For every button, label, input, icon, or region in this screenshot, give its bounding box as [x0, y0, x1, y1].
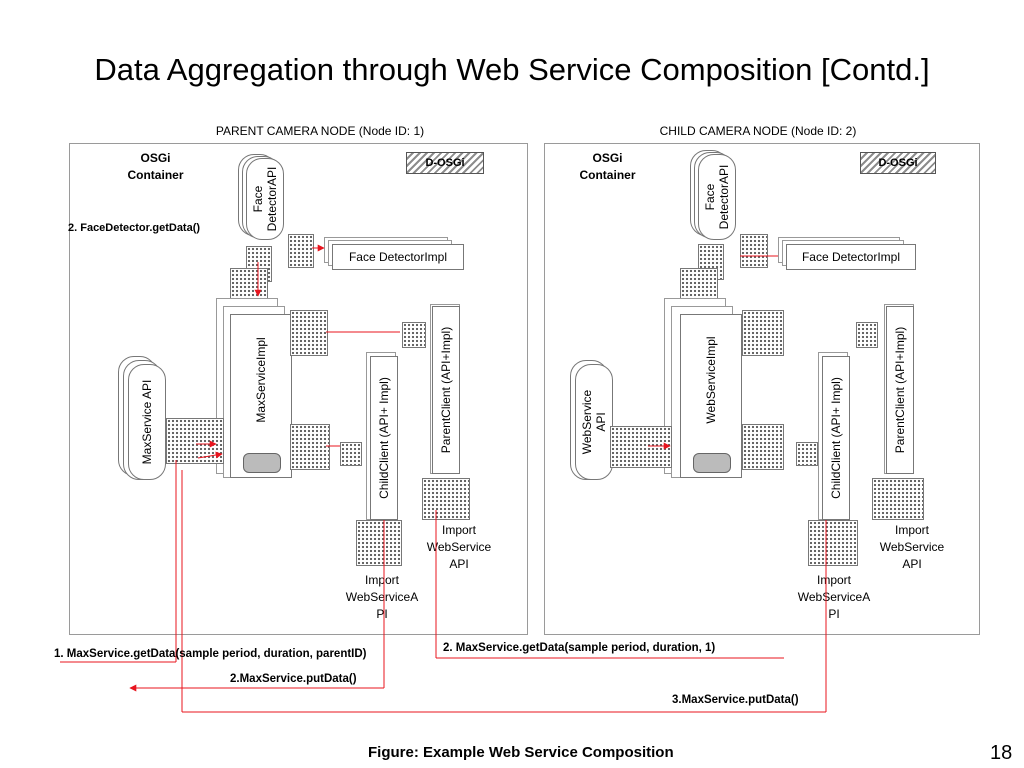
child-parent-client-connector	[856, 322, 878, 348]
parent-service-impl-box: MaxServiceImpl	[230, 314, 292, 478]
call-2-put-label: 2.MaxService.putData()	[230, 673, 357, 685]
child-api-connector	[610, 426, 672, 468]
call-1-label: 1. MaxService.getData(sample period, dur…	[54, 648, 367, 660]
parent-import-connector-1	[356, 520, 402, 566]
parent-parent-client-connector	[402, 322, 426, 348]
child-child-client-box: ChildClient (API+ Impl)	[822, 356, 850, 520]
parent-child-client-connector	[340, 442, 362, 466]
child-face-impl-box: Face DetectorImpl	[786, 244, 916, 270]
slide-title: Data Aggregation through Web Service Com…	[94, 52, 930, 87]
child-face-connector-3	[680, 268, 718, 300]
parent-dosgi-badge: D-OSGi	[406, 152, 484, 174]
call-3-put-label: 3.MaxService.putData()	[672, 694, 799, 706]
database-icon	[693, 453, 731, 473]
parent-face-api-box: Face DetectorAPI	[246, 158, 284, 240]
page-number: 18	[990, 742, 1013, 764]
child-impl-right-connector	[742, 310, 784, 356]
child-child-client-connector	[796, 442, 818, 466]
database-icon	[243, 453, 281, 473]
child-node-label: CHILD CAMERA NODE (Node ID: 2)	[659, 124, 857, 138]
parent-impl-right-connector	[290, 310, 328, 356]
child-service-api-box: WebService API	[575, 364, 613, 480]
parent-api-arrow-2	[197, 451, 223, 459]
child-parent-client-box: ParentClient (API+Impl)	[886, 306, 914, 474]
child-service-impl-box: WebServiceImpl	[680, 314, 742, 478]
figure-caption: Figure: Example Web Service Composition	[368, 744, 674, 761]
parent-impl-right-connector-2	[290, 424, 330, 470]
parent-step-label: 2. FaceDetector.getData()	[68, 222, 201, 234]
call-2-get-label: 2. MaxService.getData(sample period, dur…	[443, 642, 716, 654]
child-container-label: OSGi Container	[579, 151, 636, 182]
child-import-connector-2	[872, 478, 924, 520]
parent-parent-client-box: ParentClient (API+Impl)	[432, 306, 460, 474]
child-import-connector-1	[808, 520, 858, 566]
parent-child-client-box: ChildClient (API+ Impl)	[370, 356, 398, 520]
child-dosgi-badge: D-OSGi	[860, 152, 936, 174]
parent-face-impl-box: Face DetectorImpl	[332, 244, 464, 270]
parent-service-api-box: MaxService API	[128, 364, 166, 480]
parent-import-connector-2	[422, 478, 470, 520]
parent-import-ws-api-2: Import WebServiceA PI	[345, 573, 419, 621]
parent-node-label: PARENT CAMERA NODE (Node ID: 1)	[215, 124, 425, 138]
child-impl-right-connector-2	[742, 424, 784, 470]
parent-import-ws-api-1: Import WebService API	[426, 523, 492, 571]
child-import-ws-api-2: Import WebServiceA PI	[797, 573, 871, 621]
parent-container-label: OSGi Container	[127, 151, 184, 182]
child-import-ws-api-1: Import WebService API	[879, 523, 945, 571]
child-face-connector	[740, 234, 768, 268]
child-face-api-box: Face DetectorAPI	[698, 154, 736, 240]
parent-face-connector-3	[230, 268, 268, 300]
parent-face-connector	[288, 234, 314, 268]
